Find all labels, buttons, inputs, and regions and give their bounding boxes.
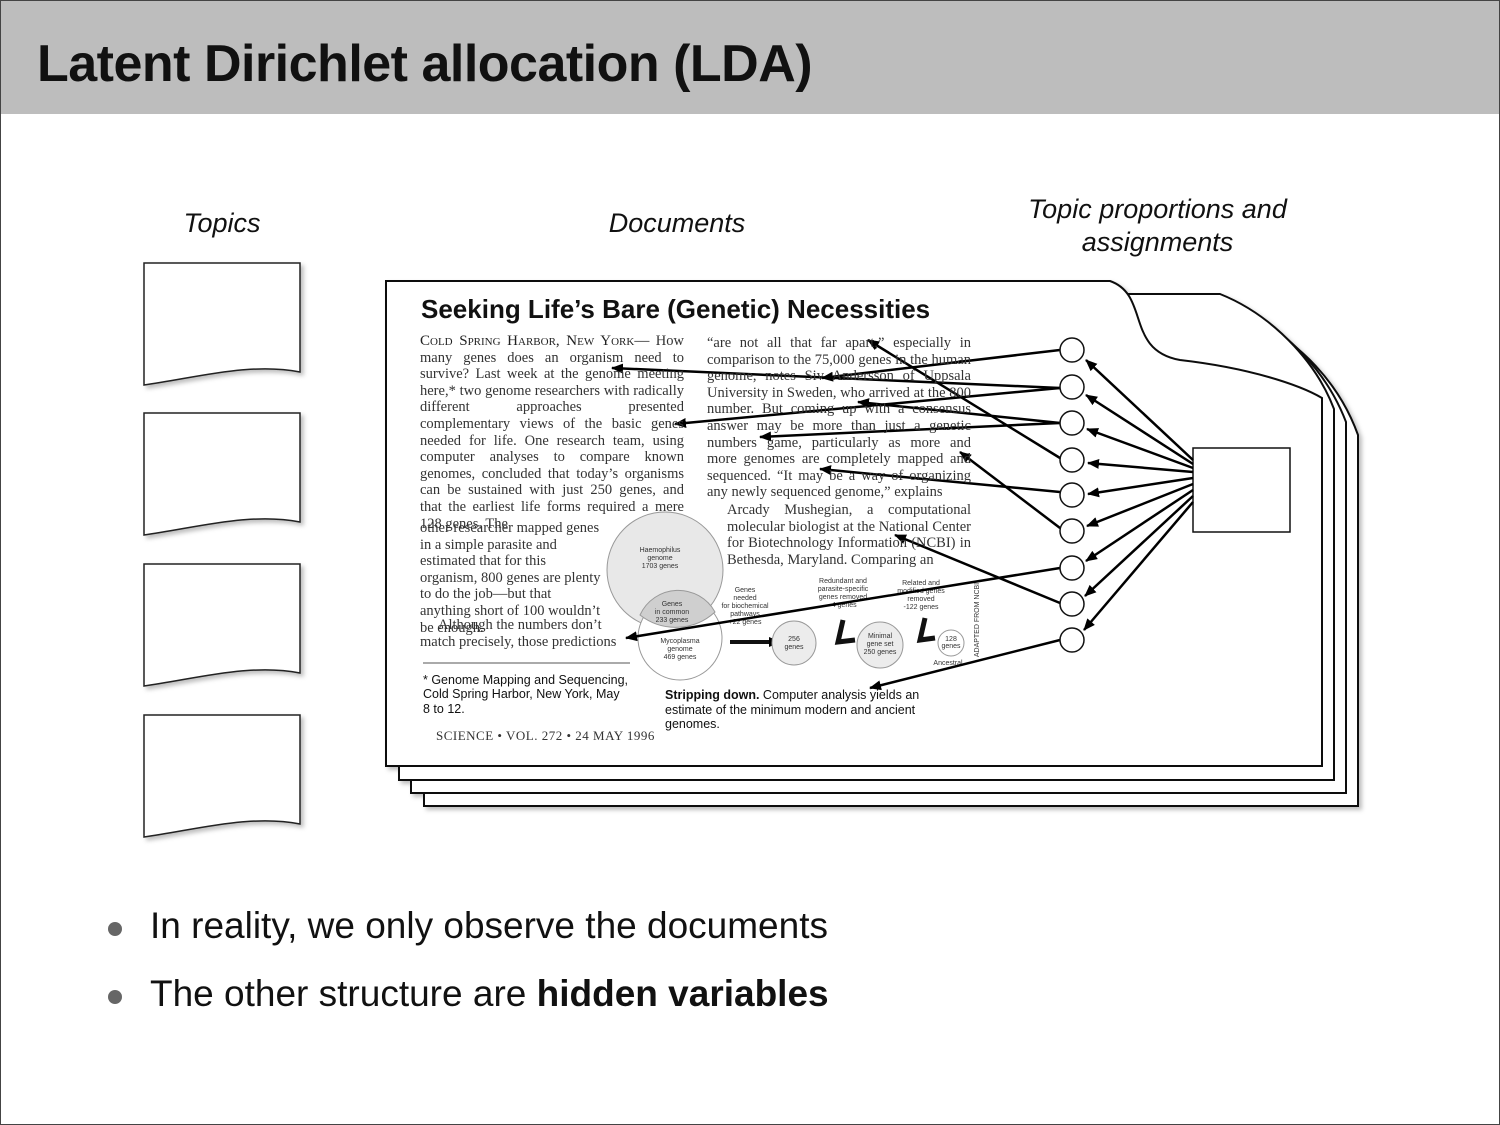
document-title: Seeking Life’s Bare (Genetic) Necessitie… xyxy=(421,294,931,324)
assignment-circle-5 xyxy=(1059,482,1085,508)
topic-card-4 xyxy=(143,714,301,838)
bullet-2-plain: The other structure are xyxy=(150,973,537,1014)
article-column-1b: other researcher mapped genes in a simpl… xyxy=(420,520,601,636)
assignment-circle-7 xyxy=(1059,555,1085,581)
assignment-circle-4 xyxy=(1059,447,1085,473)
proportions-label-line2: assignments xyxy=(1081,227,1234,257)
topic-cards xyxy=(143,262,301,838)
article-column-2: “are not all that far apart,” especially… xyxy=(707,335,971,501)
word-assignment-arrows xyxy=(611,338,1061,691)
bullet-2-bold: hidden variables xyxy=(536,973,829,1014)
journal-line: SCIENCE • VOL. 272 • 24 MAY 1996 xyxy=(436,728,655,743)
minimal-circle xyxy=(856,621,904,669)
topic-card-2 xyxy=(143,412,301,536)
assignment-circle-3 xyxy=(1059,410,1085,436)
figure-caption: Stripping down. Computer analysis yields… xyxy=(665,688,965,732)
title-bar xyxy=(1,1,1499,114)
genes-256-circle xyxy=(771,620,817,666)
topics-label: Topics xyxy=(183,208,261,238)
source-label: ADAPTED FROM NCBI xyxy=(974,583,981,657)
bullet-dot-icon xyxy=(108,922,122,936)
assignment-circle-6 xyxy=(1059,518,1085,544)
bullet-dot-icon xyxy=(108,990,122,1004)
bullet-1-text: In reality, we only observe the document… xyxy=(150,905,828,946)
caption-bold: Stripping down. xyxy=(665,688,760,702)
article-column-1c: Although the numbers don’t match precise… xyxy=(420,617,617,650)
topic-card-1 xyxy=(143,262,301,386)
article-dateline: Cold Spring Harbor, New York— xyxy=(420,333,650,349)
topic-assignment-circles xyxy=(1059,337,1085,653)
slide-title: Latent Dirichlet allocation (LDA) xyxy=(37,35,813,93)
assignment-circle-9 xyxy=(1059,627,1085,653)
proportions-label: Topic proportions and assignments xyxy=(1005,193,1310,259)
bullet-2-text: The other structure are hidden variables xyxy=(150,973,829,1015)
genes-128-circle xyxy=(937,629,965,657)
assignment-circle-8 xyxy=(1059,591,1085,617)
article-footnote: * Genome Mapping and Sequencing, Cold Sp… xyxy=(423,673,629,716)
ancestral-label: Ancestral xyxy=(933,660,963,667)
proportion-arrows xyxy=(1083,359,1194,631)
assignment-circle-1 xyxy=(1059,337,1085,363)
proportions-label-line1: Topic proportions and xyxy=(1028,194,1287,224)
article-column-2b: Arcady Mushegian, a computational molecu… xyxy=(727,502,971,568)
article-column-1-text: How many genes does an organism need to … xyxy=(420,333,684,532)
assignment-circle-2 xyxy=(1059,374,1085,400)
topic-proportions-box xyxy=(1192,447,1291,533)
topic-card-3 xyxy=(143,563,301,687)
article-column-1: Cold Spring Harbor, New York— How many g… xyxy=(420,333,684,532)
caption-rest: Computer analysis yields an estimate of … xyxy=(665,688,920,731)
documents-label: Documents xyxy=(608,208,746,238)
